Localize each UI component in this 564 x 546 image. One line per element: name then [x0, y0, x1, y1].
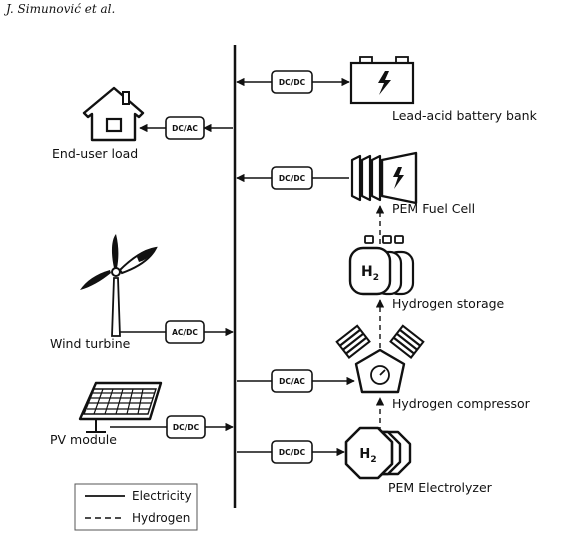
compressor-row: DC/AC Hydrogen compressor: [237, 299, 531, 411]
converter-load-label: DC/AC: [172, 124, 198, 133]
converter-fuel-cell-label: DC/DC: [279, 174, 306, 183]
legend-hydrogen-label: Hydrogen: [132, 511, 190, 525]
converter-compressor-label: DC/AC: [279, 377, 305, 386]
converter-wind: AC/DC: [165, 320, 205, 344]
converter-electrolyzer-label: DC/DC: [279, 448, 306, 457]
converter-electrolyzer: DC/DC: [271, 440, 313, 464]
legend-electricity-label: Electricity: [132, 489, 192, 503]
converter-battery: DC/DC: [271, 70, 313, 94]
header-authors: J. Simunović et al.: [3, 2, 115, 16]
fuel-cell-label: PEM Fuel Cell: [392, 201, 475, 216]
compressor-label: Hydrogen compressor: [392, 396, 531, 411]
converter-compressor: DC/AC: [271, 369, 313, 393]
wind-turbine-icon: [80, 234, 158, 337]
wind-label: Wind turbine: [50, 336, 131, 351]
storage-label: Hydrogen storage: [392, 296, 505, 311]
battery-icon: [349, 56, 415, 105]
converter-fuel-cell: DC/DC: [271, 166, 313, 190]
storage-h2-symbol: H2: [361, 264, 379, 283]
wind-row: AC/DC Wind turbine: [50, 234, 234, 351]
electrolyzer-label: PEM Electrolyzer: [388, 480, 493, 495]
load-label: End-user load: [52, 146, 138, 161]
load-row: DC/AC End-user load: [52, 86, 233, 161]
converter-battery-label: DC/DC: [279, 78, 306, 87]
electrolyzer-icon: H2: [344, 426, 412, 480]
pv-label: PV module: [50, 432, 117, 447]
electrolyzer-h2-symbol: H2: [359, 447, 376, 465]
house-icon: [82, 86, 145, 142]
legend: Electricity Hydrogen: [74, 483, 198, 531]
fuel-cell-row: DC/DC PEM Fuel Cell: [236, 151, 475, 216]
pv-row: DC/DC PV module: [50, 381, 234, 447]
storage-group: H2 Hydrogen storage: [348, 205, 505, 311]
fuel-cell-icon: [350, 151, 418, 205]
battery-label: Lead-acid battery bank: [392, 108, 538, 123]
battery-row: DC/DC Lead-acid battery bank: [236, 56, 538, 123]
converter-pv-label: DC/DC: [173, 423, 200, 432]
hydrogen-tanks-icon: H2: [348, 235, 415, 296]
compressor-icon: [335, 324, 425, 394]
converter-pv: DC/DC: [166, 415, 206, 439]
converter-wind-label: AC/DC: [172, 328, 198, 337]
legend-box: [74, 483, 198, 531]
converter-load: DC/AC: [165, 116, 205, 140]
pv-panel-icon: [78, 381, 163, 433]
electrolyzer-row: DC/DC H2 PEM Electrolyzer: [237, 397, 493, 495]
